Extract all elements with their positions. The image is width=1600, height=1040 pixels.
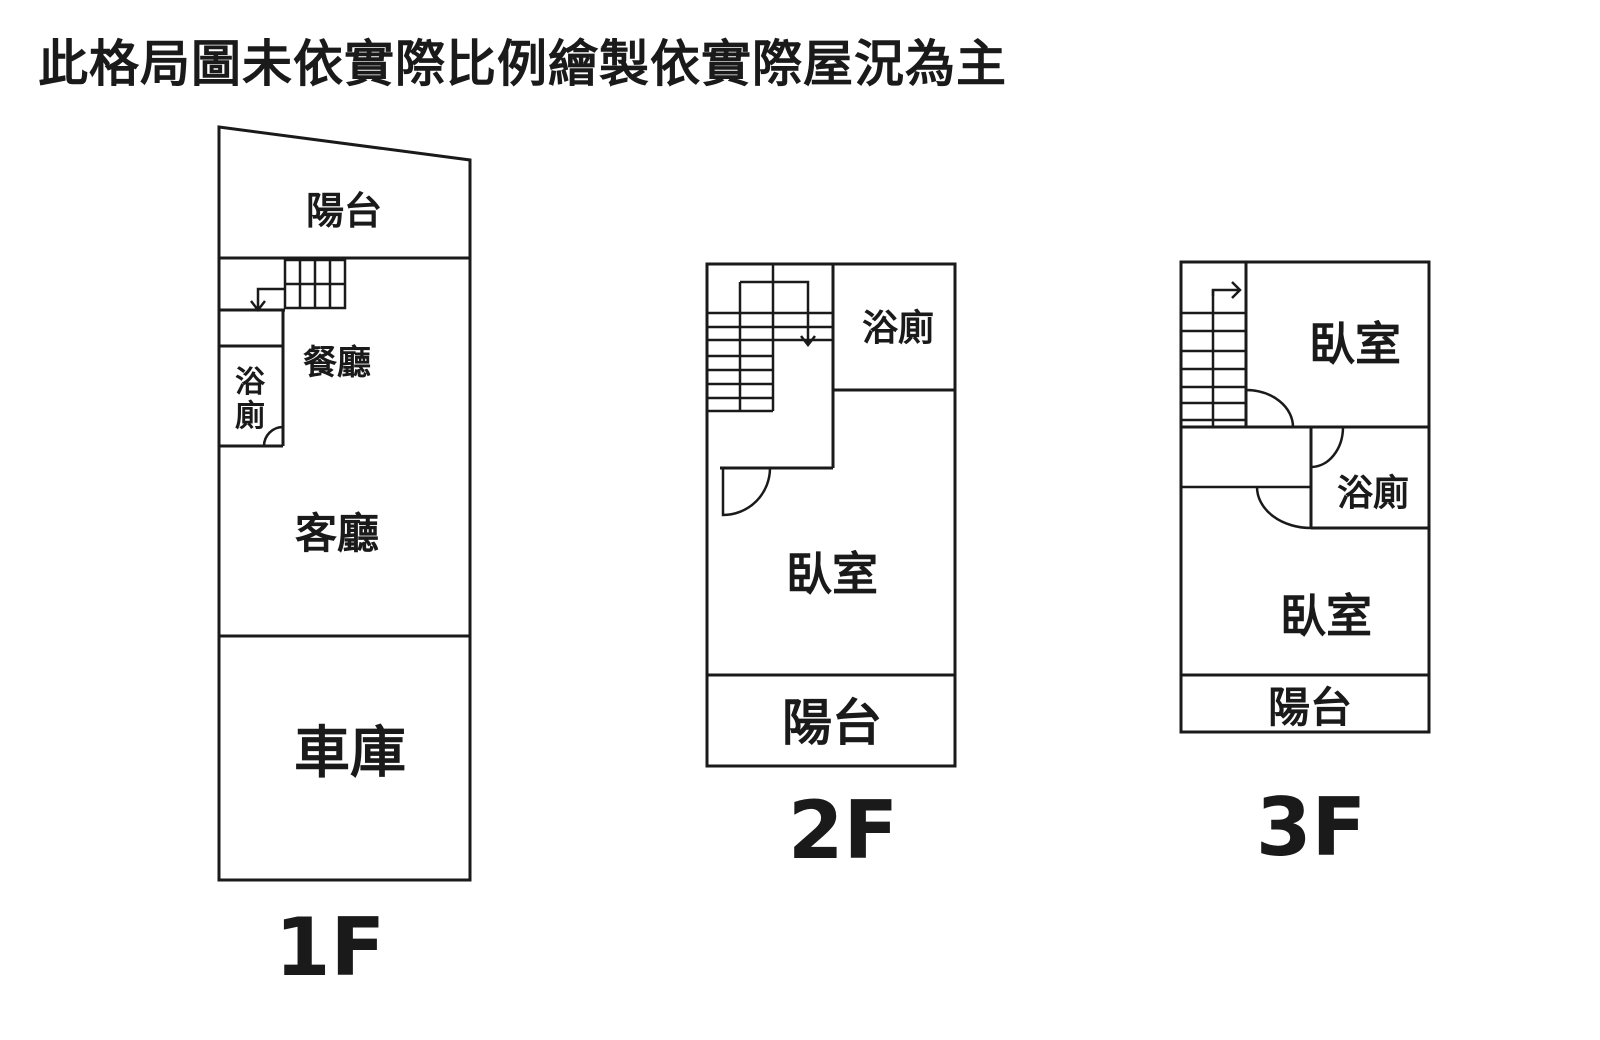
floor-2f-plan: 浴廁 臥室 陽台 2F [705,262,957,877]
1f-stairs [250,258,347,313]
3f-stairs [1181,281,1246,427]
stair-arrow-icon [1211,281,1242,299]
door-swing-icon [1255,486,1312,530]
room-label-living: 客廳 [295,509,379,558]
floor-1f-plan: 陽台 餐廳 浴 廁 客廳 車庫 1F [217,125,472,994]
stair-arrow-icon [250,287,285,313]
room-label-balcony: 陽台 [1268,683,1352,732]
stair-arrow-icon [740,280,816,348]
room-label-bath: 浴廁 [862,307,934,349]
disclaimer-title: 此格局圖未依實際比例繪製依實際屋況為主 [38,35,1007,93]
room-label-bedroom-2: 臥室 [1280,589,1372,643]
door-swing-icon [1245,388,1295,428]
door-swing-icon [262,425,284,447]
2f-outline [705,262,957,768]
floor-label-3f: 3F [1256,781,1366,874]
floor-label-1f: 1F [275,901,385,994]
door-swing-icon [721,467,772,517]
room-label-bath-2: 廁 [235,399,265,434]
room-label-balcony: 陽台 [306,189,382,233]
room-label-dining: 餐廳 [303,343,371,383]
3f-outline [1179,260,1431,734]
room-label-balcony: 陽台 [782,694,882,752]
door-swing-icon [1310,426,1345,469]
room-label-bedroom-1: 臥室 [1309,317,1401,371]
room-label-bath-1: 浴 [235,365,266,400]
room-label-garage: 車庫 [294,721,406,786]
room-label-bath: 浴廁 [1337,472,1409,514]
floor-label-2f: 2F [788,784,898,877]
2f-stairs [707,264,833,413]
1f-outline [217,125,472,882]
room-label-bedroom: 臥室 [786,547,878,601]
floor-3f-plan: 臥室 浴廁 臥室 陽台 3F [1179,260,1431,874]
